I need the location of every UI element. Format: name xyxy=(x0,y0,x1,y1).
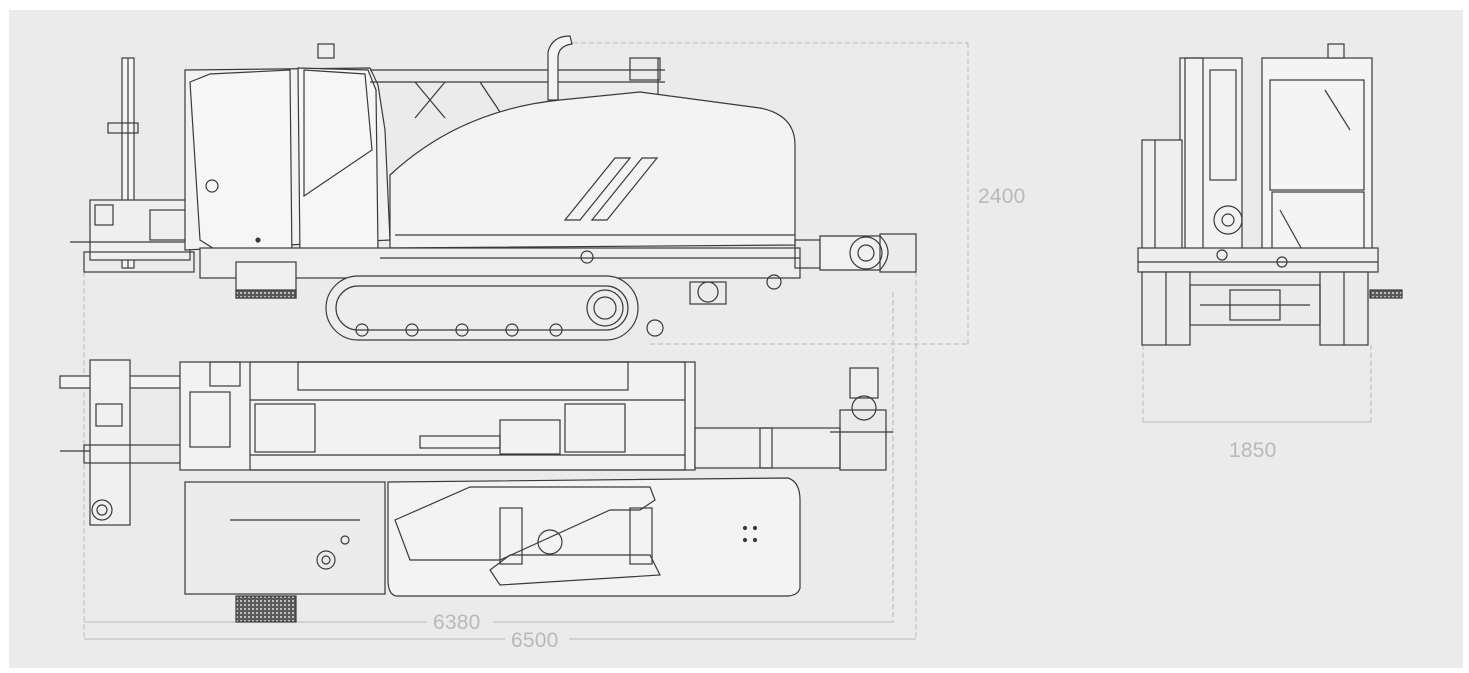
outer-length-dimension-label: 6500 xyxy=(511,629,559,652)
inner-length-dimension-label: 6380 xyxy=(433,611,481,634)
front-view xyxy=(1137,43,1403,346)
dimension-solid-lines xyxy=(84,421,1371,640)
width-dimension-label: 1850 xyxy=(1229,439,1277,462)
side-view xyxy=(70,35,917,341)
height-dimension-label: 2400 xyxy=(978,185,1026,208)
top-view xyxy=(59,359,893,623)
